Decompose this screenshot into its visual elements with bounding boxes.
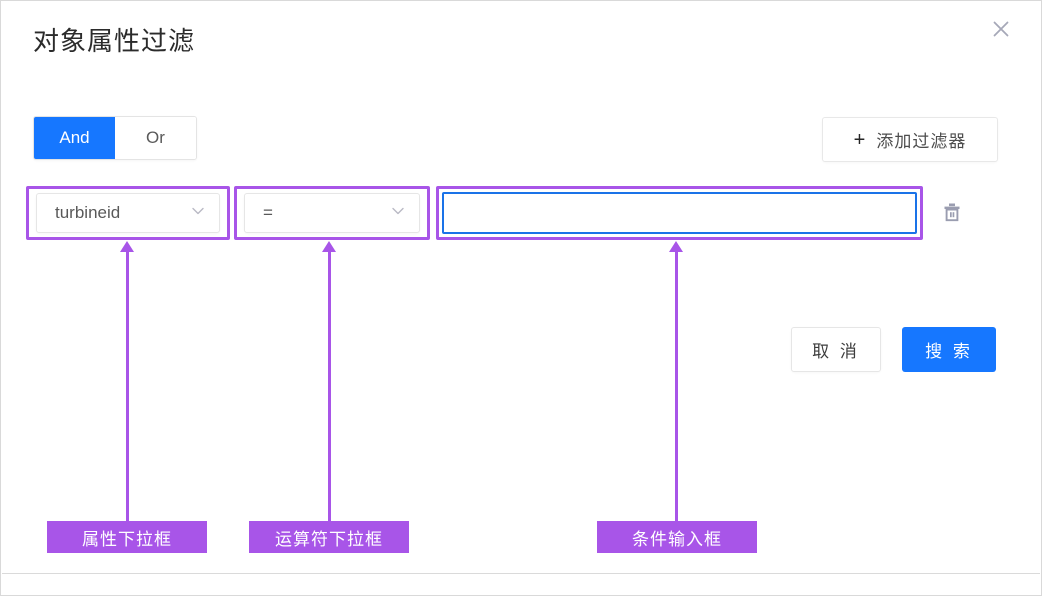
annotation-arrow-condition bbox=[669, 241, 683, 252]
annotation-outline-operator bbox=[234, 186, 430, 240]
operator-dropdown[interactable]: = bbox=[244, 193, 420, 233]
add-filter-button[interactable]: + 添加过滤器 bbox=[822, 117, 998, 162]
annotation-label-attribute: 属性下拉框 bbox=[47, 521, 207, 553]
annotation-line-attribute bbox=[126, 250, 129, 521]
footer-divider bbox=[2, 573, 1040, 574]
operator-dropdown-value: = bbox=[263, 203, 273, 222]
annotation-arrow-operator bbox=[322, 241, 336, 252]
search-button[interactable]: 搜 索 bbox=[902, 327, 996, 372]
annotation-arrow-attribute bbox=[120, 241, 134, 252]
close-icon bbox=[990, 18, 1012, 40]
cancel-button[interactable]: 取 消 bbox=[791, 327, 881, 372]
condition-input[interactable] bbox=[442, 192, 917, 234]
chevron-down-icon bbox=[389, 202, 407, 225]
annotation-label-condition: 条件输入框 bbox=[597, 521, 757, 553]
annotation-line-condition bbox=[675, 250, 678, 521]
logic-operator-toggle[interactable]: And Or bbox=[33, 116, 197, 160]
delete-filter-button[interactable] bbox=[937, 199, 967, 229]
chevron-down-icon bbox=[189, 202, 207, 225]
close-button[interactable] bbox=[985, 13, 1017, 45]
add-filter-label: 添加过滤器 bbox=[876, 132, 967, 151]
logic-option-or[interactable]: Or bbox=[115, 117, 196, 159]
plus-icon: + bbox=[853, 128, 866, 151]
attribute-dropdown-value: turbineid bbox=[55, 203, 121, 222]
trash-icon bbox=[940, 200, 964, 229]
annotation-line-operator bbox=[328, 250, 331, 521]
annotation-label-operator: 运算符下拉框 bbox=[249, 521, 409, 553]
annotation-outline-condition bbox=[436, 186, 923, 240]
logic-option-and[interactable]: And bbox=[34, 117, 115, 159]
attribute-dropdown[interactable]: turbineid bbox=[36, 193, 220, 233]
page-title: 对象属性过滤 bbox=[33, 26, 196, 56]
annotation-outline-attribute bbox=[26, 186, 230, 240]
